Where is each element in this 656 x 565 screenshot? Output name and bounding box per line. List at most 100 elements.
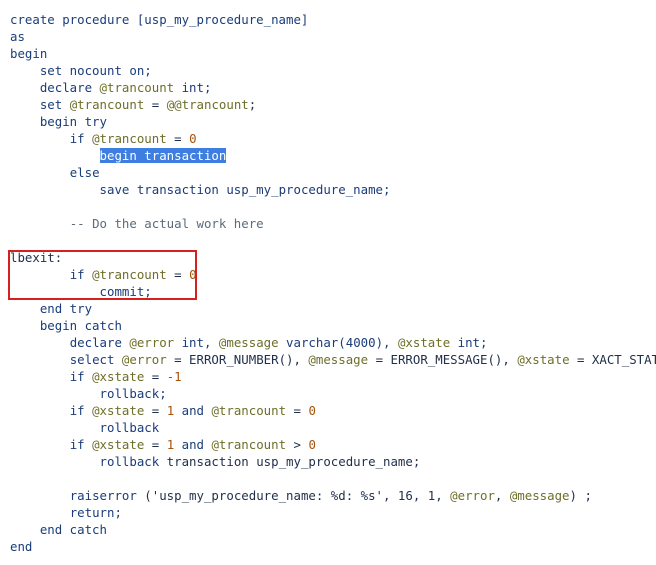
code-line: rollback;: [10, 385, 656, 402]
code-token: int,: [174, 335, 219, 350]
code-token: 0: [308, 403, 316, 418]
code-token: end catch: [39, 522, 107, 537]
code-token: =: [144, 437, 167, 452]
code-indent: [10, 318, 40, 333]
code-indent: [10, 488, 70, 503]
code-line: -- Do the actual work here: [10, 215, 656, 232]
code-indent: [10, 403, 70, 418]
code-token: =: [144, 97, 167, 112]
code-token: =: [286, 403, 309, 418]
code-token: @error: [450, 488, 495, 503]
code-token: int;: [450, 335, 488, 350]
code-token: @trancount: [99, 80, 175, 95]
code-line: [10, 470, 656, 487]
code-token: if: [69, 369, 93, 384]
code-token: begin try: [39, 114, 107, 129]
code-indent: [10, 131, 70, 146]
code-line: create procedure [usp_my_procedure_name]: [10, 11, 656, 28]
code-line: declare @trancount int;: [10, 79, 656, 96]
code-token: declare: [69, 335, 130, 350]
code-line: if @trancount = 0: [10, 266, 656, 283]
code-token: end try: [39, 301, 93, 316]
code-line: begin: [10, 45, 656, 62]
code-indent: [10, 165, 70, 180]
code-token: rollback: [99, 420, 160, 435]
code-token: create procedure [usp_my_procedure_name]: [10, 12, 309, 27]
code-token: and: [174, 403, 212, 418]
code-token: as: [10, 29, 25, 44]
code-token: @trancount: [69, 97, 145, 112]
code-line: select @error = ERROR_NUMBER(), @message…: [10, 351, 656, 368]
code-token: = ERROR_NUMBER(),: [166, 352, 309, 367]
code-token: @trancount: [92, 131, 167, 146]
code-token: raiserror: [69, 488, 145, 503]
code-token: 0: [308, 437, 316, 452]
code-token: if: [69, 267, 93, 282]
code-token: begin catch: [39, 318, 122, 333]
code-token: 1: [166, 403, 175, 418]
code-indent: [10, 97, 40, 112]
code-line: [10, 232, 656, 249]
code-token: and: [174, 437, 212, 452]
code-text-area[interactable]: create procedure [usp_my_procedure_name]…: [10, 11, 656, 555]
code-token: set: [39, 97, 70, 112]
code-token: = ERROR_MESSAGE(),: [368, 352, 518, 367]
code-token: @xstate: [92, 369, 145, 384]
code-token: ;: [248, 97, 257, 112]
code-indent: [10, 182, 100, 197]
code-token: @message: [218, 335, 279, 350]
code-line: [10, 198, 656, 215]
code-token: @@trancount: [166, 97, 249, 112]
code-token: if: [69, 437, 93, 452]
code-indent: [10, 216, 70, 231]
code-line: set @trancount = @@trancount;: [10, 96, 656, 113]
code-indent: [10, 386, 100, 401]
code-token: @message: [509, 488, 570, 503]
code-token: select: [69, 352, 122, 367]
code-indent: [10, 114, 40, 129]
code-line: begin transaction: [10, 147, 656, 164]
code-indent: [10, 352, 70, 367]
highlight-annotation-box: [8, 250, 197, 300]
code-line: return;: [10, 504, 656, 521]
code-token: =: [166, 267, 190, 282]
code-token: end: [10, 539, 33, 554]
code-indent: [10, 335, 70, 350]
code-token: @xstate: [92, 403, 145, 418]
code-token: @trancount: [92, 267, 167, 282]
selected-text: begin transaction: [99, 148, 227, 163]
code-line: end catch: [10, 521, 656, 538]
code-token: @trancount: [211, 403, 287, 418]
code-token: declare: [39, 80, 100, 95]
code-token: transaction usp_my_procedure_name;: [159, 454, 421, 469]
code-line: else: [10, 164, 656, 181]
code-token: begin: [10, 46, 48, 61]
code-token: else: [69, 165, 100, 180]
code-line: as: [10, 28, 656, 45]
code-token: if: [69, 403, 93, 418]
code-token: ) ;: [569, 488, 592, 503]
code-token: if: [69, 131, 93, 146]
code-token: rollback: [99, 454, 160, 469]
code-line: if @trancount = 0: [10, 130, 656, 147]
code-token: @xstate: [397, 335, 451, 350]
code-line: if @xstate = -1: [10, 368, 656, 385]
code-indent: [10, 148, 100, 163]
code-indent: [10, 505, 70, 520]
code-token: @xstate: [517, 352, 570, 367]
code-token: -1: [166, 369, 182, 384]
code-token: @trancount: [211, 437, 287, 452]
code-token: commit;: [99, 284, 152, 299]
code-token: >: [286, 437, 309, 452]
code-token: ('usp_my_procedure_name: %d: %s', 16, 1,: [144, 488, 451, 503]
code-token: @xstate: [92, 437, 145, 452]
code-line: begin try: [10, 113, 656, 130]
code-token: =: [166, 131, 190, 146]
code-line: end: [10, 538, 656, 555]
code-token: @message: [308, 352, 369, 367]
code-token: 1: [166, 437, 175, 452]
code-line: declare @error int, @message varchar(400…: [10, 334, 656, 351]
code-token: save transaction usp_my_procedure_name;: [99, 182, 391, 197]
code-line: raiserror ('usp_my_procedure_name: %d: %…: [10, 487, 656, 504]
